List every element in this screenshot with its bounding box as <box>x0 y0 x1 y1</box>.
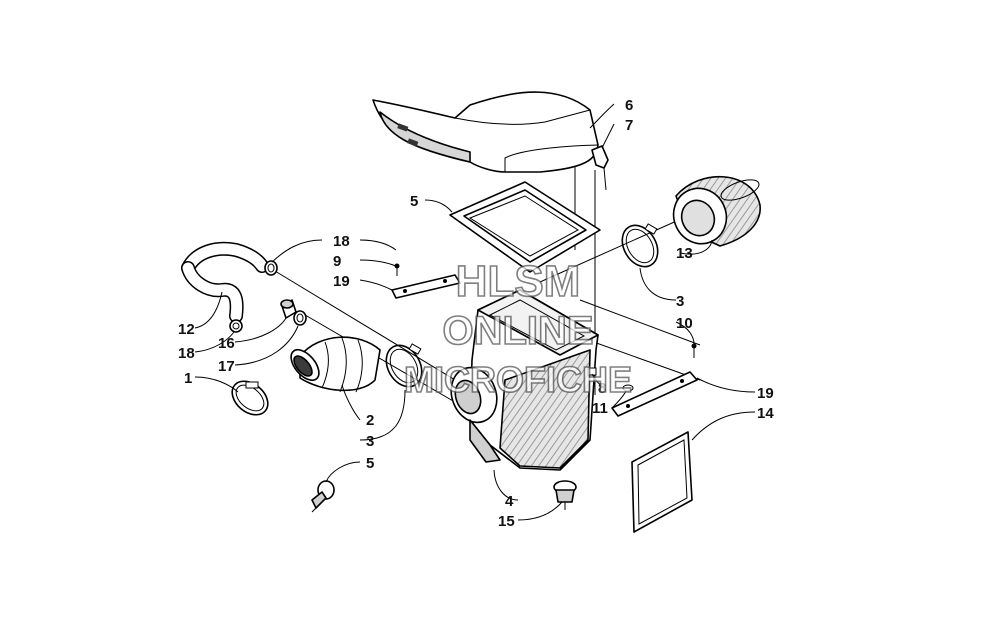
latch-clip <box>591 145 609 191</box>
lid-gasket <box>449 181 601 273</box>
watermark-line-3: MICROFICHE <box>404 359 632 400</box>
callout-2[interactable]: 2 <box>366 412 374 429</box>
callout-14[interactable]: 14 <box>757 405 774 422</box>
airbox-housing <box>450 289 599 471</box>
watermark-line-2: ONLINE <box>442 309 593 353</box>
callout-11[interactable]: 11 <box>592 400 608 417</box>
callout-labels: 6 7 5 18 9 19 12 18 16 17 1 2 3 5 4 15 1… <box>178 97 774 530</box>
clamp-filter <box>621 223 659 268</box>
callout-4[interactable]: 4 <box>505 493 514 510</box>
callout-16[interactable]: 16 <box>218 335 235 352</box>
callout-6[interactable]: 5 <box>410 193 418 210</box>
air-filter <box>672 176 761 247</box>
fitting <box>293 310 307 326</box>
callout-19-right[interactable]: 19 <box>757 385 774 402</box>
hose-clamp <box>231 380 269 416</box>
side-washer <box>622 384 634 392</box>
watermark: HLSM ONLINE MICROFICHE <box>403 256 633 401</box>
breather-hose <box>181 241 269 323</box>
leader-lines <box>194 103 756 521</box>
screw-right <box>691 343 697 358</box>
callout-17[interactable]: 17 <box>218 358 235 375</box>
clamp-boot <box>385 343 423 388</box>
drain-valve <box>311 480 335 513</box>
callout-15[interactable]: 15 <box>498 513 515 530</box>
drain-cap <box>553 480 577 510</box>
callout-1[interactable]: 1 <box>184 370 192 387</box>
bracket-left <box>391 274 461 299</box>
callout-13[interactable]: 13 <box>676 245 693 262</box>
callout-18-top[interactable]: 18 <box>333 233 350 250</box>
callout-19-left[interactable]: 19 <box>333 273 350 290</box>
bracket-right <box>611 371 698 417</box>
callout-7[interactable]: 6 <box>625 97 633 114</box>
callout-3-middle[interactable]: 3 <box>366 433 374 450</box>
callout-10-right[interactable]: 10 <box>676 315 693 332</box>
callout-10-left[interactable]: 9 <box>333 253 341 270</box>
callout-8[interactable]: 7 <box>625 117 633 134</box>
hose-clamp-small-bottom <box>229 319 243 333</box>
cover-plate <box>631 431 693 533</box>
hose-clamp-small-top <box>264 260 278 276</box>
grommet <box>280 299 297 319</box>
callout-9[interactable]: 8 <box>598 380 606 397</box>
callout-5[interactable]: 5 <box>366 455 374 472</box>
watermark-line-1: HLSM <box>456 257 581 306</box>
callout-12[interactable]: 12 <box>178 321 195 338</box>
callout-18-bottom[interactable]: 18 <box>178 345 195 362</box>
callout-3-right[interactable]: 3 <box>676 293 684 310</box>
screw-left <box>394 263 400 276</box>
intake-boot <box>290 336 381 393</box>
airbox-lid <box>372 91 599 173</box>
